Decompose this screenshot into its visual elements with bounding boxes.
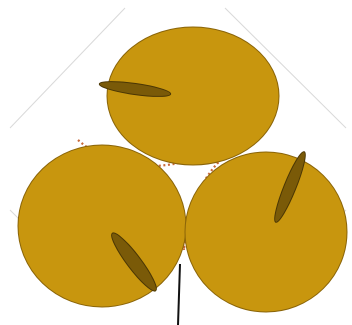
disc-bottom-right — [185, 152, 347, 312]
disc-top — [107, 27, 279, 165]
disc-bottom-left — [18, 145, 186, 307]
center-stem — [178, 264, 180, 325]
frame-line-top-left — [10, 8, 125, 128]
